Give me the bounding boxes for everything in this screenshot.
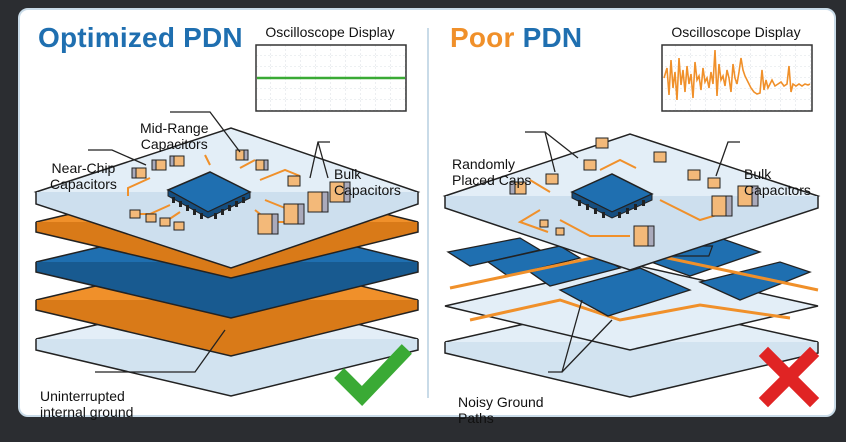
noisy-signal-trace [663,49,811,101]
left-pcb-stackup [33,111,421,397]
bulk-capacitors [257,181,351,235]
left-oscilloscope-display [255,44,407,112]
pdn-diagram [33,44,821,408]
panel-divider [427,28,429,398]
right-pcb-stackup [442,131,821,398]
mid-range-capacitors [235,149,301,187]
left-title: Optimized PDN [38,22,243,53]
right-oscilloscope-display [661,44,813,112]
left-oscilloscope-label: Oscilloscope Display [265,24,395,40]
check-icon [334,344,412,407]
cross-icon [758,346,820,408]
right-oscilloscope-label: Oscilloscope Display [671,24,801,40]
right-title: Poor PDN [450,22,583,53]
near-chip-capacitors [129,155,185,231]
bulk-capacitors [633,185,759,247]
randomly-placed-capacitors [509,137,721,236]
